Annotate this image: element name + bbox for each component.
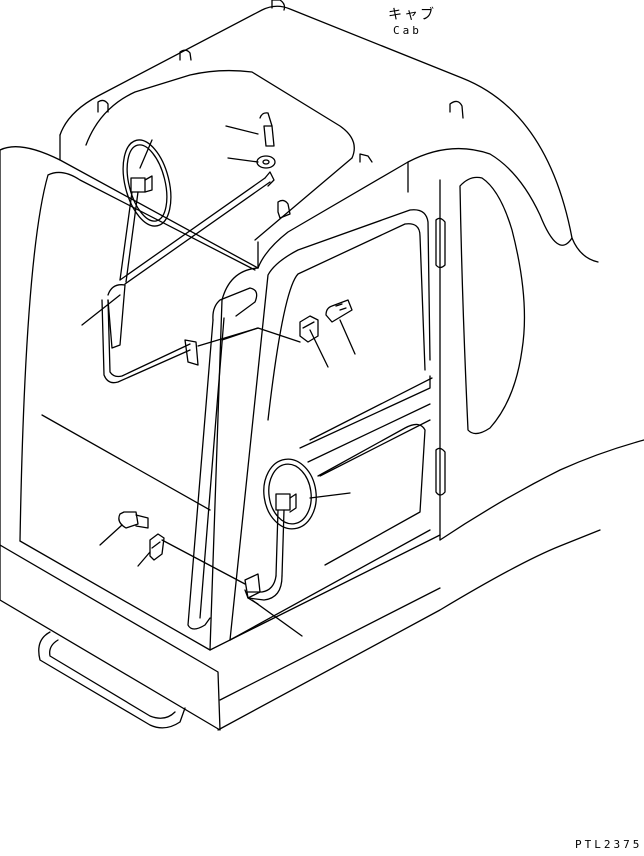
- title-japanese: キャブ: [388, 7, 436, 23]
- door-clamp: [300, 300, 352, 342]
- lower-bolt: [119, 512, 245, 584]
- roof-bolt: [257, 113, 275, 168]
- cab-roof: [60, 0, 598, 540]
- leader-lines: [82, 126, 355, 636]
- upper-mirror: [115, 135, 179, 282]
- upper-stay: [102, 172, 300, 383]
- cab-front-frame: [0, 147, 644, 730]
- drawing-code: PTL2375: [575, 838, 643, 851]
- title-english: Cab: [393, 24, 422, 37]
- lower-mirror: [245, 456, 321, 604]
- door-handrail: [188, 288, 257, 629]
- cab-door: [230, 177, 524, 640]
- cab-body: [39, 530, 600, 730]
